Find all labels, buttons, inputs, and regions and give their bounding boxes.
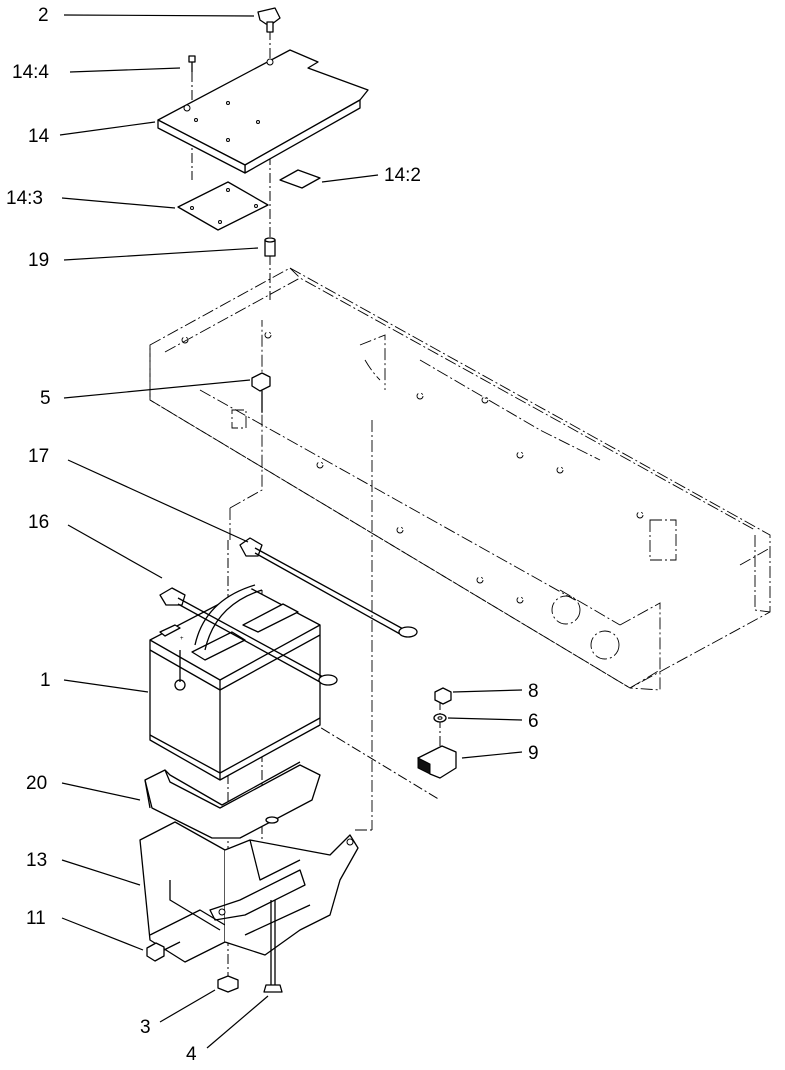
callout-6: 6 [528, 711, 539, 732]
battery-cable-part-16 [159, 587, 338, 686]
frame-outline [149, 267, 771, 831]
callout-20: 20 [26, 773, 47, 794]
callout-17: 17 [28, 446, 49, 467]
pad-part-14-3 [177, 181, 269, 231]
callout-9: 9 [528, 743, 539, 764]
decal-part-14-2 [279, 169, 321, 189]
callout-8: 8 [528, 681, 539, 702]
callout-19: 19 [28, 250, 49, 271]
nut-part-8 [434, 687, 452, 705]
callout-11: 11 [26, 908, 46, 929]
cover-plate-part-14 [157, 49, 369, 174]
leader-lines [59, 14, 523, 1049]
callout-1: 1 [40, 670, 51, 691]
battery-part-1: + [149, 584, 321, 781]
bracket-part-13 [139, 821, 359, 963]
svg-text:+: + [180, 636, 184, 642]
callout-14-3: 14:3 [6, 188, 43, 209]
callout-2: 2 [38, 5, 49, 26]
battery-tray-part-20 [144, 761, 321, 839]
callout-3: 3 [140, 1017, 151, 1038]
bolt-part-5 [251, 372, 271, 412]
callout-4: 4 [186, 1044, 197, 1065]
bolt-part-11 [146, 941, 181, 962]
spacer-part-19 [264, 237, 276, 257]
callout-labels: 2 14:4 14 14:3 14:2 19 5 17 16 1 8 6 9 2… [6, 5, 539, 1065]
bolt-part-4 [263, 900, 283, 993]
washer-part-6 [433, 713, 447, 723]
screw-part-14-4 [188, 55, 196, 72]
battery-cable-part-17 [239, 537, 418, 638]
callout-5: 5 [40, 388, 51, 409]
callout-14: 14 [28, 126, 50, 147]
callout-14-2: 14:2 [384, 165, 421, 186]
nut-part-3 [217, 975, 239, 993]
callout-14-4: 14:4 [12, 62, 49, 83]
callout-16: 16 [28, 512, 49, 533]
knob-part-2 [257, 7, 281, 33]
callout-13: 13 [26, 850, 47, 871]
clamp-part-9 [417, 745, 457, 779]
